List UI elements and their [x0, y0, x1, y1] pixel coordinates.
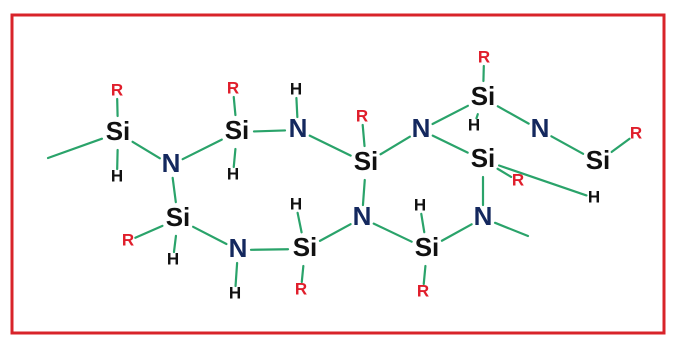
atom-h-h3: H [290, 79, 302, 98]
atom-n-n5: N [229, 233, 248, 263]
atom-h-h2: H [227, 164, 239, 183]
atom-n-n6: N [353, 201, 372, 231]
atom-r-r1: R [111, 80, 123, 99]
atom-r-r2: R [227, 78, 239, 97]
bond-si6-r6 [134, 224, 164, 239]
atom-n-n7: N [474, 201, 493, 231]
diagram-frame [10, 13, 666, 335]
atom-n-n3: N [412, 113, 431, 143]
bond-si1-n1 [131, 140, 161, 160]
bond-si7-n6 [318, 223, 352, 242]
bond-n1-si2 [181, 138, 223, 161]
atom-h-h10: H [588, 187, 600, 206]
bond-si5-r5 [610, 137, 631, 154]
bond-si3-n6 [361, 178, 366, 207]
bond-n6-si8 [372, 222, 413, 243]
bond-n3-si4 [431, 104, 469, 126]
atom-si-si5: Si [586, 145, 611, 175]
bond-n5-si7 [249, 248, 290, 251]
bond-si2-r2 [232, 95, 237, 117]
atom-si-si2: Si [225, 115, 250, 145]
bond-si9-h10 [497, 164, 588, 197]
bond-si4-h4 [475, 113, 479, 120]
atom-h-h8: H [229, 283, 241, 302]
bond-n2-si3 [308, 134, 352, 157]
bond-n1-si6 [171, 176, 177, 204]
bond-si8-h9 [420, 212, 426, 234]
atom-h-h9: H [414, 195, 426, 214]
atom-si-si6: Si [166, 202, 191, 232]
atom-r-r7: R [295, 279, 307, 298]
bond-n5-h8 [234, 261, 239, 288]
bond-si8-r8 [422, 264, 427, 286]
atom-si-si3: Si [354, 146, 379, 176]
bond-si6-h6 [172, 234, 178, 254]
atom-si-si9: Si [471, 143, 496, 173]
atom-si-si1: Si [106, 116, 131, 146]
atom-h-h4: H [468, 115, 480, 134]
atom-si-si4: Si [471, 81, 496, 111]
bond-layer [46, 64, 631, 288]
bond-n3-si9 [431, 134, 469, 154]
atom-h-h7: H [290, 194, 302, 213]
atom-n-n1: N [162, 148, 181, 178]
bond-si3-r3 [361, 123, 366, 148]
bond-n2-h3 [295, 96, 299, 119]
atom-h-h1: H [111, 166, 123, 185]
bond-si7-r7 [300, 264, 305, 284]
atom-si-si8: Si [415, 232, 440, 262]
bond-si8-n7 [440, 223, 473, 242]
atom-r-r8: R [417, 281, 429, 300]
bond-si2-h2 [232, 147, 237, 169]
bond-si7-h7 [296, 211, 303, 234]
atom-si-si7: Si [293, 232, 318, 262]
atom-r-r4: R [478, 47, 490, 66]
bond-si9-r9 [496, 167, 513, 178]
bond-si6-n5 [192, 225, 228, 246]
atom-r-r6: R [122, 230, 134, 249]
atom-r-r3: R [356, 106, 368, 125]
bond-si3-n3 [379, 135, 411, 156]
atom-r-r9: R [512, 170, 524, 189]
bond-n7-stub_r [493, 221, 530, 238]
atom-h-h6: H [167, 249, 179, 268]
bond-stub_l-si1 [46, 137, 104, 160]
bond-n4-si5 [550, 135, 585, 155]
bond-si4-n4 [496, 105, 530, 125]
atom-n-n4: N [531, 113, 550, 143]
bond-si2-n2 [252, 129, 287, 133]
atom-n-n2: N [289, 113, 308, 143]
atom-r-r5: R [630, 123, 642, 142]
